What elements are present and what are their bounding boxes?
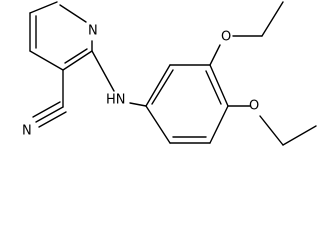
bond-bz-o-upper	[209, 44, 221, 66]
bond-cn-triple-3	[38, 111, 67, 128]
bond-cn-triple-1	[35, 106, 64, 123]
bond-pyr-n1-c6	[59, 4, 87, 23]
bond-pyr-c6-c5	[29, 1, 58, 14]
bond-bz-3-4-inner	[205, 70, 222, 105]
bond-c2-nh	[91, 50, 115, 92]
ethoxy-group-upper	[209, 1, 284, 66]
bond-pyr-c4-c3	[29, 50, 64, 71]
bond-pyr-c3-c2-inner	[64, 48, 88, 64]
bond-bz-1-2-inner	[151, 69, 174, 105]
bond-cn-triple-2	[32, 101, 61, 118]
pyridine-ring	[29, 1, 93, 71]
bond-pyr-c3-c2	[62, 50, 93, 71]
ethoxy-group-lower	[227, 105, 317, 146]
benzene-ring	[145, 64, 229, 144]
atom-label-ether-o-upper: O	[221, 30, 231, 45]
bond-bz-3-4	[209, 64, 229, 107]
bond-bz-1-2	[145, 64, 171, 107]
atom-label-pyridine-n: N	[88, 24, 98, 39]
bond-o-ch2-lower	[259, 115, 284, 146]
bond-nh-phenyl	[129, 102, 147, 107]
atom-label-ether-o-lower: O	[249, 99, 259, 114]
atom-label-nitrile-n: N	[22, 124, 32, 139]
bond-bz-6-1	[145, 105, 171, 144]
nitrile-group	[32, 69, 67, 128]
atom-label-amine: HN	[106, 93, 126, 108]
chemical-structure-diagram: N HN N O O	[22, 1, 317, 146]
bond-ch2-ch3-upper	[261, 1, 284, 37]
bond-ch2-ch3-lower	[282, 125, 317, 146]
bond-bz-4-5	[209, 105, 229, 144]
